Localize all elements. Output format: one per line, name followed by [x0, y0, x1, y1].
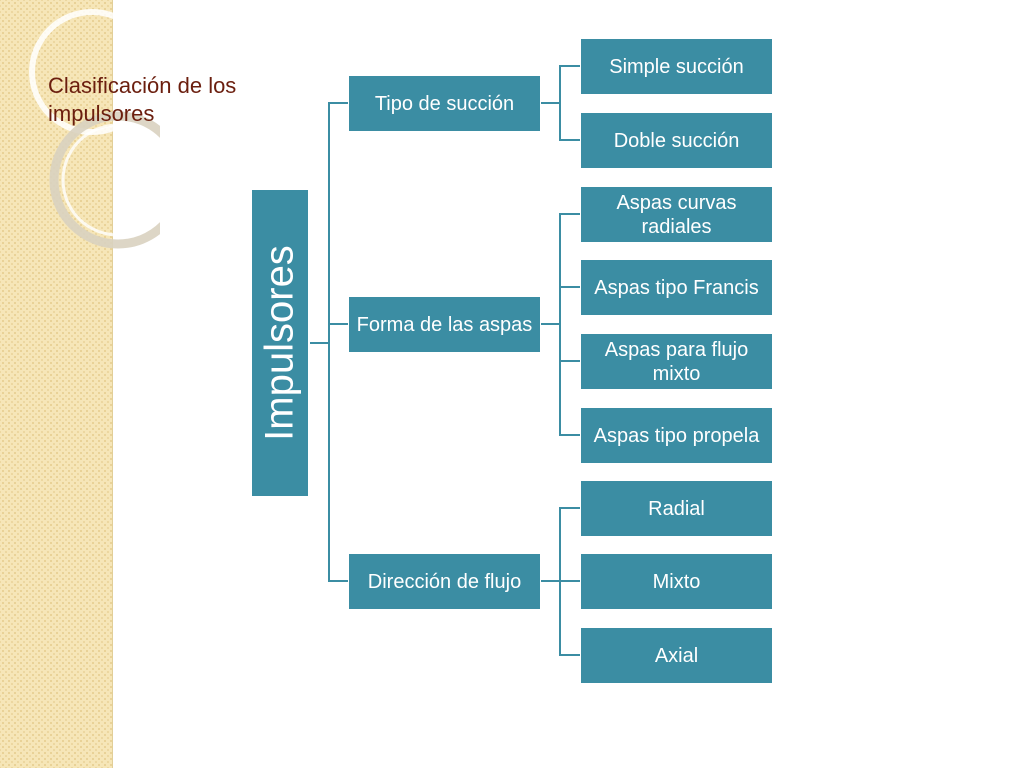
decorative-rings	[29, 9, 160, 249]
node-aspas-curvas-radiales: Aspas curvas radiales	[581, 187, 772, 242]
node-aspas-tipo-francis: Aspas tipo Francis	[581, 260, 772, 315]
node-axial: Axial	[581, 628, 772, 683]
node-radial: Radial	[581, 481, 772, 536]
root-node: Impulsores	[252, 190, 308, 496]
node-doble-succion: Doble succión	[581, 113, 772, 168]
decorative-side-strip	[0, 0, 113, 768]
node-aspas-tipo-propela: Aspas tipo propela	[581, 408, 772, 463]
node-direccion-de-flujo: Dirección de flujo	[349, 554, 540, 609]
node-simple-succion: Simple succión	[581, 39, 772, 94]
group2-bracket	[559, 213, 580, 436]
ring-bottom	[49, 111, 160, 249]
root-bracket	[328, 102, 348, 582]
group1-bracket	[559, 65, 580, 141]
slide-title: Clasificación de los impulsores	[48, 73, 237, 126]
node-forma-de-las-aspas: Forma de las aspas	[349, 297, 540, 352]
node-aspas-para-flujo-mixto: Aspas para flujo mixto	[581, 334, 772, 389]
node-tipo-de-succion: Tipo de succión	[349, 76, 540, 131]
root-label: Impulsores	[257, 245, 302, 441]
node-mixto: Mixto	[581, 554, 772, 609]
ring-bottom-inner	[61, 123, 160, 237]
